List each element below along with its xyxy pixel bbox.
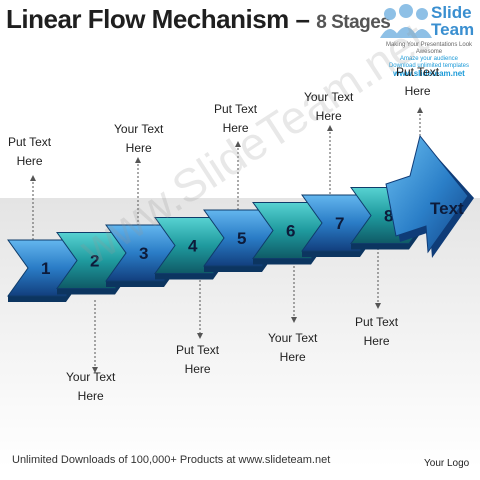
logo-tagline2: Amaze your audience bbox=[399, 56, 459, 62]
logo-name-line2: Team bbox=[431, 20, 475, 39]
chevron-shadow-2 bbox=[57, 260, 135, 295]
label-1-line2: Here bbox=[16, 154, 43, 168]
logo-url: www.slideteam.net bbox=[393, 69, 465, 78]
chevron-shadow-4 bbox=[155, 245, 233, 280]
stage-number-5: 5 bbox=[237, 229, 246, 248]
stage-number-4: 4 bbox=[188, 237, 198, 256]
chevron-shadow-7 bbox=[302, 223, 380, 257]
label-stage-2: Your Text Here bbox=[66, 368, 115, 406]
footer-logo-placeholder: Your Logo bbox=[424, 458, 470, 469]
connector-lines bbox=[32, 110, 421, 370]
footer-text: Unlimited Downloads of 100,000+ Products… bbox=[12, 454, 331, 466]
label-2-line1: Your Text bbox=[66, 370, 116, 384]
chevron-shadow-3 bbox=[106, 253, 184, 287]
chevron-group: 1 2 3 4 5 6 7 8 bbox=[7, 187, 430, 302]
connector-arrowheads bbox=[30, 107, 423, 373]
label-2-line2: Here bbox=[77, 389, 104, 403]
big-arrow: Text bbox=[385, 134, 474, 258]
label-3-line1: Your Text bbox=[114, 122, 164, 136]
label-3-line2: Here bbox=[125, 141, 152, 155]
label-6-line2: Here bbox=[279, 350, 306, 364]
label-5-line1: Put Text bbox=[214, 102, 258, 116]
label-stage-9: Put Text Here bbox=[396, 63, 439, 101]
label-stage-6: Your Text Here bbox=[268, 329, 317, 367]
logo-tagline: Making Your Presentations Look Awesome bbox=[385, 42, 473, 55]
label-stage-5: Put Text Here bbox=[214, 100, 257, 138]
arrowhead-7 bbox=[197, 333, 203, 339]
chevron-shadow-6 bbox=[253, 230, 331, 265]
arrowhead-2 bbox=[135, 157, 141, 163]
stage-number-1: 1 bbox=[41, 259, 50, 278]
stage-number-3: 3 bbox=[139, 244, 148, 263]
stage-number-8: 8 bbox=[384, 207, 393, 226]
stage-number-2: 2 bbox=[90, 252, 99, 271]
arrow-text: Text bbox=[430, 199, 464, 218]
label-9-line2: Here bbox=[404, 84, 431, 98]
label-6-line1: Your Text bbox=[268, 331, 318, 345]
label-7-line2: Here bbox=[315, 109, 342, 123]
label-stage-1: Put Text Here bbox=[8, 133, 51, 171]
label-4-line2: Here bbox=[184, 362, 211, 376]
arrowhead-1 bbox=[30, 175, 36, 181]
arrowhead-4 bbox=[327, 125, 333, 131]
label-8-line1: Put Text bbox=[355, 315, 399, 329]
label-4-line1: Put Text bbox=[176, 343, 220, 357]
arrowhead-9 bbox=[375, 303, 381, 309]
arrowhead-5 bbox=[417, 107, 423, 113]
label-stage-4: Put Text Here bbox=[176, 341, 219, 379]
title-main: Linear Flow Mechanism – bbox=[6, 4, 310, 34]
chevron-shadow-5 bbox=[204, 238, 282, 272]
arrowhead-6 bbox=[92, 367, 98, 373]
stage-number-7: 7 bbox=[335, 214, 344, 233]
logo-name-line1: Slide bbox=[431, 3, 472, 22]
logo-taglines: Amaze your audience Download unlimited t… bbox=[378, 56, 480, 79]
logo-tagline3: Download unlimited templates bbox=[388, 63, 470, 69]
arrowhead-3 bbox=[235, 141, 241, 147]
big-arrow-face bbox=[385, 134, 469, 254]
label-7-line1: Your Text bbox=[304, 90, 354, 104]
label-1-line1: Put Text bbox=[8, 135, 52, 149]
label-5-line2: Here bbox=[222, 121, 249, 135]
slideteam-logo-icon bbox=[380, 4, 432, 38]
label-stage-7: Your Text Here bbox=[304, 88, 353, 126]
arrowhead-8 bbox=[291, 317, 297, 323]
chevron-shadow-8 bbox=[351, 215, 429, 250]
chevron-shadow-1 bbox=[8, 268, 86, 302]
label-9-line1: Put Text bbox=[396, 65, 440, 79]
label-stage-8: Put Text Here bbox=[355, 313, 398, 351]
title-subtitle: 8 Stages bbox=[316, 12, 391, 33]
page-title: Linear Flow Mechanism – 8 Stages bbox=[6, 4, 391, 35]
logo-name: Slide Team bbox=[431, 4, 474, 38]
label-stage-3: Your Text Here bbox=[114, 120, 163, 158]
stage-number-6: 6 bbox=[286, 222, 295, 241]
label-8-line2: Here bbox=[363, 334, 390, 348]
